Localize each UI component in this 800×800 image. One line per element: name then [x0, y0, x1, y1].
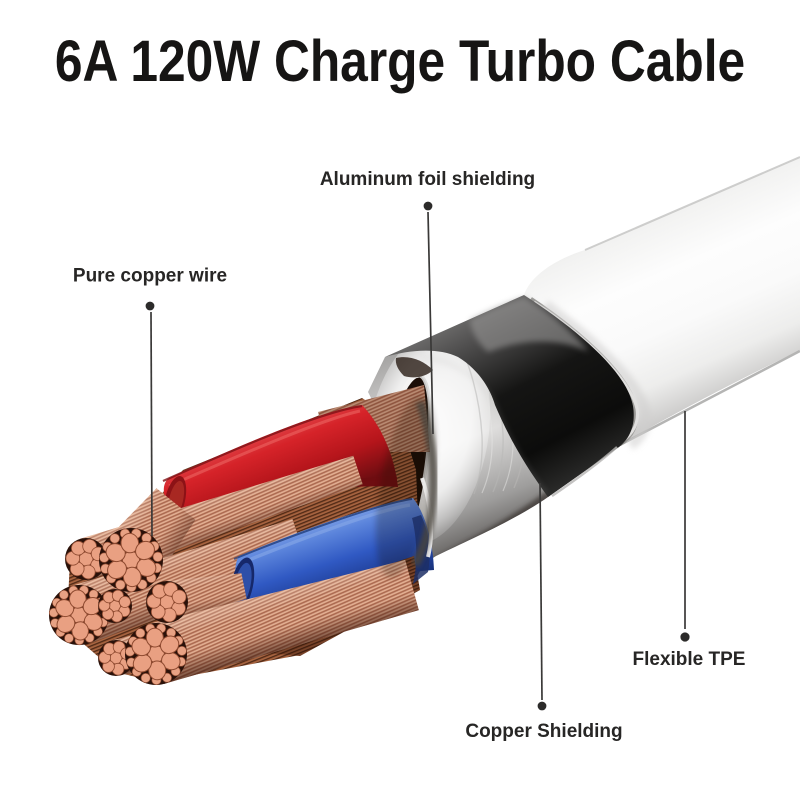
svg-text:6A 120W Charge Turbo Cable: 6A 120W Charge Turbo Cable	[55, 29, 745, 93]
svg-text:Pure copper wire: Pure copper wire	[73, 266, 227, 287]
svg-text:Flexible TPE: Flexible TPE	[633, 649, 746, 670]
svg-text:Aluminum foil shielding: Aluminum foil shielding	[320, 169, 535, 190]
svg-text:Copper Shielding: Copper Shielding	[465, 721, 622, 742]
